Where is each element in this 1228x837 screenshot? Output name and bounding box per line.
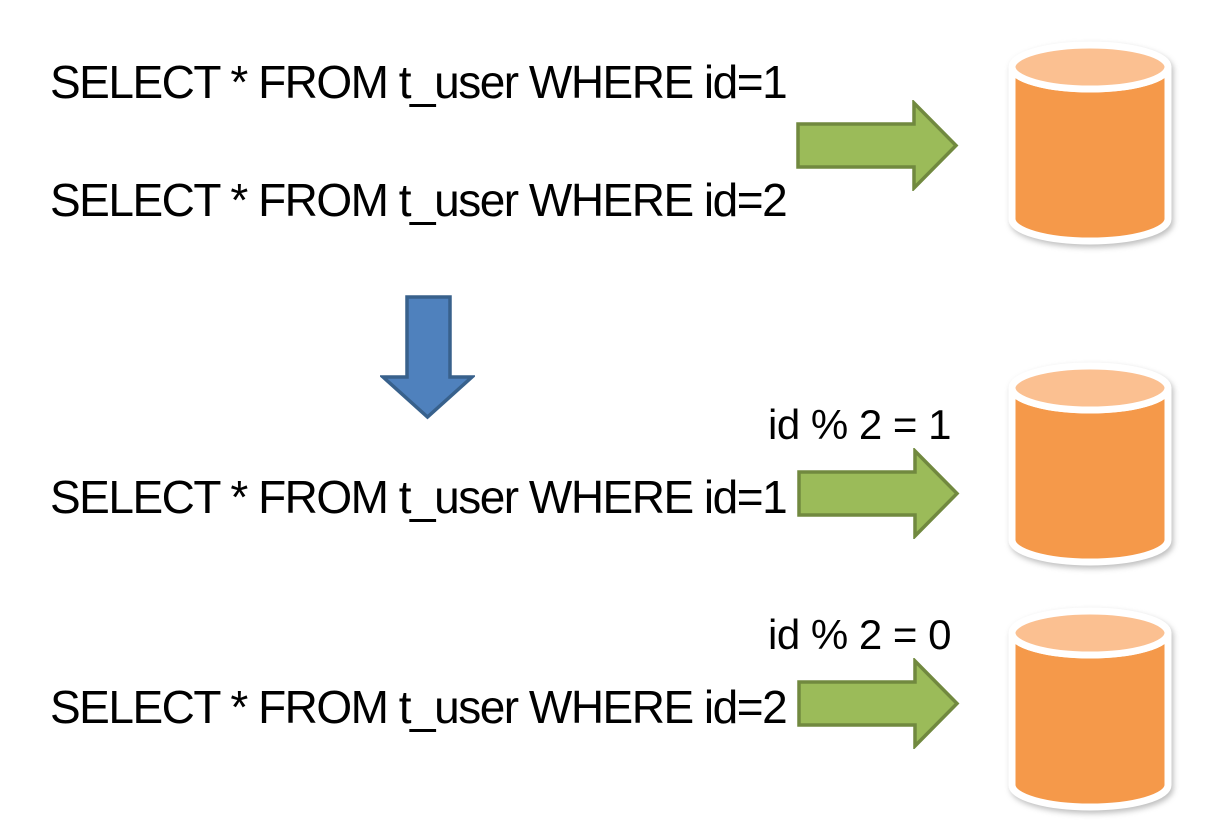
right-arrow-shape	[796, 100, 959, 191]
query-before-1: SELECT * FROM t_user WHERE id=1	[50, 56, 788, 108]
right-arrow-icon	[797, 448, 960, 539]
database-body	[1008, 63, 1172, 245]
down-arrow-shape	[380, 295, 475, 420]
database-body	[1008, 384, 1172, 566]
database-top	[1008, 362, 1172, 414]
query-after-1: SELECT * FROM t_user WHERE id=1	[50, 471, 788, 523]
database-icon	[1008, 362, 1172, 566]
right-arrow-shape	[797, 658, 960, 749]
right-arrow-shape	[797, 448, 960, 539]
database-top	[1008, 607, 1172, 659]
down-arrow-icon	[380, 295, 475, 420]
query-before-2: SELECT * FROM t_user WHERE id=2	[50, 174, 788, 226]
right-arrow-icon	[796, 100, 959, 191]
database-icon	[1008, 41, 1172, 245]
right-arrow-icon	[797, 658, 960, 749]
route-condition-2: id % 2 = 0	[768, 611, 951, 658]
database-body	[1008, 629, 1172, 811]
query-after-2: SELECT * FROM t_user WHERE id=2	[50, 681, 788, 733]
route-condition-1: id % 2 = 1	[768, 401, 951, 448]
database-icon	[1008, 607, 1172, 811]
database-top	[1008, 41, 1172, 93]
